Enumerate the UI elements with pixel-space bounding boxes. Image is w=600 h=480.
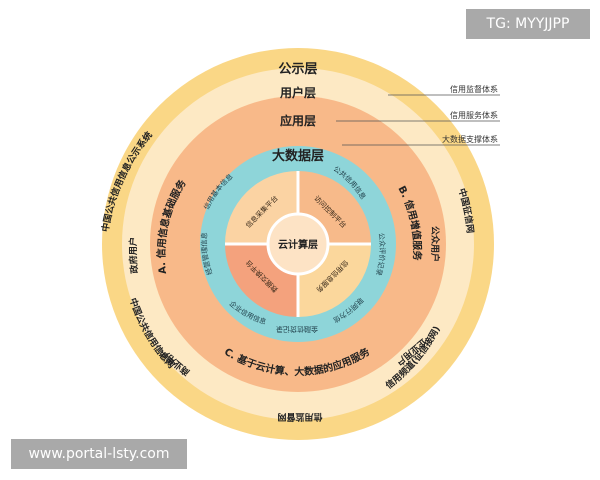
user-layer-label: 用户层	[279, 85, 316, 100]
legend-supervision-label: 信用监督体系	[450, 84, 498, 94]
bigdata-ring-right-label: 公众评价记录	[374, 232, 386, 276]
bigdata-layer-label: 大数据层	[272, 148, 324, 164]
public-ring-bottom-label: 信用监督网	[277, 411, 322, 423]
application-layer-label: 应用层	[280, 113, 316, 128]
public-layer-label: 公示层	[278, 62, 317, 77]
legend-lines	[336, 94, 500, 146]
legend-service-label: 信用服务体系	[450, 110, 498, 120]
cloud-center-circle	[266, 212, 330, 276]
bigdata-ring-bottom-label: 金融信贷记录	[276, 325, 318, 334]
user-ring-right-label: 公众用户	[429, 226, 441, 262]
watermark-tg-label: TG: MYYJJPP	[466, 9, 590, 39]
legend-support-label: 大数据支撑体系	[442, 134, 498, 144]
watermark-site-label: www.portal-lsty.com	[11, 439, 187, 469]
cloud-layer-label: 云计算层	[278, 238, 318, 251]
